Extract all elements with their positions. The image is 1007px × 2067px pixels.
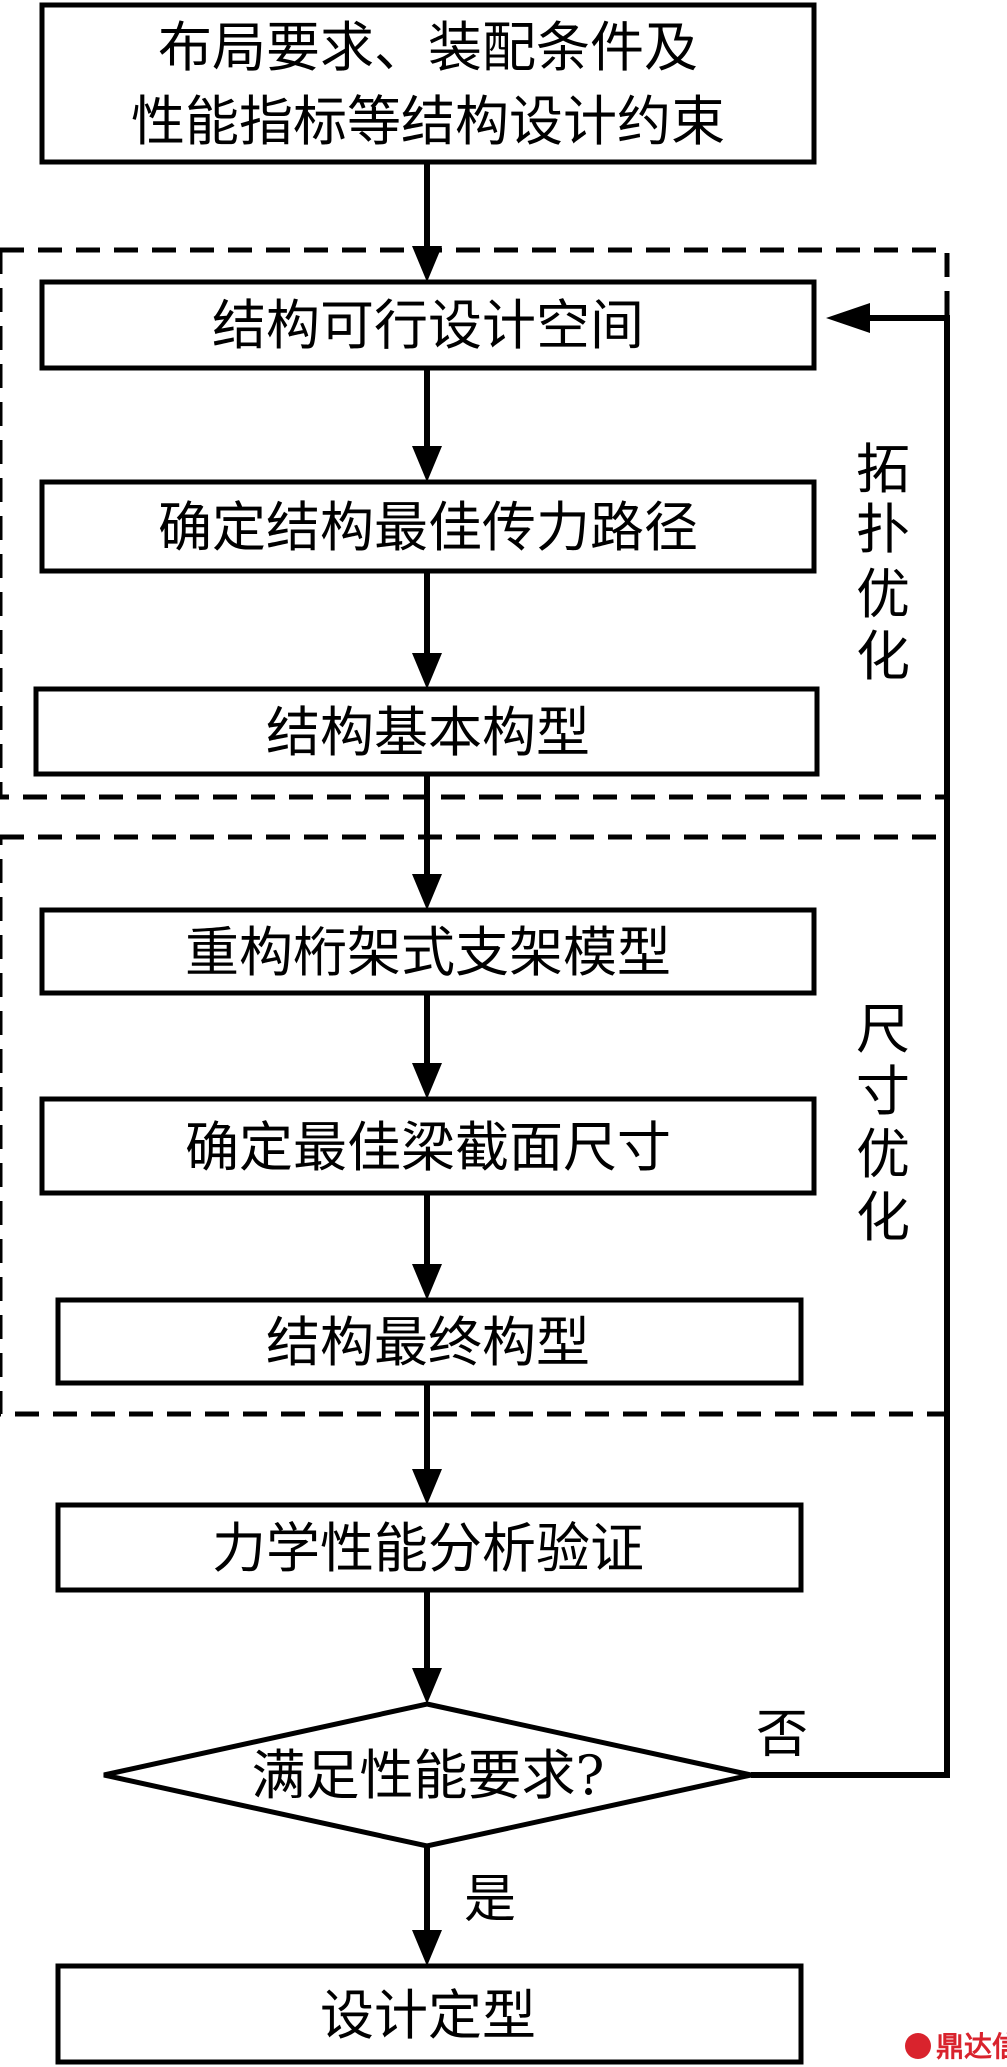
load-path-label: 确定结构最佳传力路径 [158, 496, 698, 559]
beam-section-label: 确定最佳梁截面尺寸 [185, 1116, 671, 1179]
sizing-label-char3: 优 [856, 1123, 910, 1186]
load-path-box [39, 479, 817, 574]
edge-label-yes: 是 [464, 1870, 516, 1930]
topology-label-char4: 化 [856, 625, 910, 688]
verification-box [55, 1502, 804, 1593]
feasible-space-box [39, 279, 817, 371]
sizing-label-char4: 化 [856, 1186, 910, 1249]
feasible-space-label: 结构可行设计空间 [212, 294, 644, 357]
arrowhead [412, 1930, 442, 1966]
arrowhead [412, 1264, 442, 1300]
decision-diamond [103, 1701, 752, 1849]
truss-model-label: 重构桁架式支架模型 [185, 921, 671, 984]
arrowhead [412, 446, 442, 482]
final-design-box [55, 1963, 804, 2065]
basic-config-box [33, 686, 820, 777]
arrowhead [412, 1469, 442, 1505]
topology-label-char2: 扑 [856, 498, 910, 561]
beam-section-box [39, 1096, 817, 1196]
constraints-box [39, 2, 817, 165]
topology-label-char3: 优 [856, 563, 910, 626]
decision-label: 满足性能要求? [252, 1744, 605, 1807]
final-config-label: 结构最终构型 [266, 1311, 590, 1374]
arrowhead [412, 874, 442, 910]
final-config-box [55, 1297, 804, 1386]
edge-decision-no-feedback [751, 315, 950, 1778]
truss-model-box [39, 907, 817, 996]
basic-config-label: 结构基本构型 [266, 701, 590, 764]
arrowhead [412, 246, 442, 282]
constraints-label-line2: 性能指标等结构设计约束 [131, 90, 725, 153]
arrowhead [826, 303, 870, 333]
constraints-label-line1: 布局要求、装配条件及 [158, 16, 698, 79]
watermark: 鼎达信 [905, 2030, 1007, 2063]
watermark-text: 鼎达信 [936, 2030, 1007, 2063]
final-design-label: 设计定型 [320, 1984, 536, 2047]
connectors [412, 162, 950, 1966]
sizing-label-char1: 尺 [856, 998, 910, 1061]
arrowhead [412, 1063, 442, 1099]
verification-label: 力学性能分析验证 [212, 1517, 644, 1580]
arrowhead [412, 653, 442, 689]
process-boxes [33, 2, 820, 2065]
topology-label-char1: 拓 [856, 438, 910, 501]
sizing-label-char2: 寸 [856, 1060, 910, 1123]
watermark-logo-icon [905, 2033, 931, 2059]
arrowhead [412, 1668, 442, 1704]
edge-label-no: 否 [756, 1705, 808, 1765]
